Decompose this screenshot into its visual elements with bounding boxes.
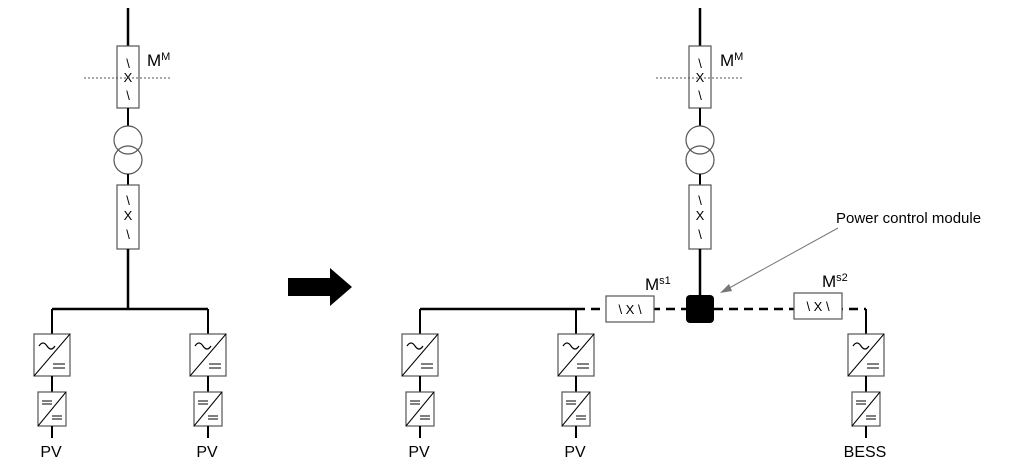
left-pv-label-2: PV (196, 444, 218, 461)
svg-text:X: X (124, 208, 133, 223)
svg-text:\: \ (698, 88, 702, 103)
right-pv-label-2: PV (564, 444, 586, 461)
right-dcdc-2 (561, 391, 591, 427)
bess-dcdc (851, 391, 881, 427)
left-inverter-2 (189, 333, 227, 377)
left-transformer-icon (113, 125, 143, 175)
svg-text:\: \ (698, 56, 702, 71)
meter-s1-label: Ms1 (645, 275, 671, 294)
pcm-annotation: Power control module (836, 210, 981, 227)
meter-s2-label: Ms2 (822, 272, 848, 291)
bess-label: BESS (844, 444, 887, 461)
svg-text:\: \ (698, 193, 702, 208)
right-circuit: \ X \ MM \ X \ \ X \ Ms1 \ X \ Ms2 Power… (401, 8, 981, 461)
left-meter-label: MM (147, 51, 170, 70)
svg-text:\: \ (126, 227, 130, 242)
left-circuit: \ X \ MM \ X \ PV PV (33, 8, 227, 461)
svg-text:X: X (696, 208, 705, 223)
svg-text:\: \ (126, 88, 130, 103)
breaker-s2-symbol: \ X \ (806, 299, 830, 314)
right-inverter-2 (557, 333, 595, 377)
right-dcdc-1 (405, 391, 435, 427)
right-meter-label: MM (720, 51, 743, 70)
pcm-pointer-arrowhead-icon (720, 284, 732, 293)
breaker-s2 (793, 292, 843, 320)
breaker-s1 (605, 295, 655, 323)
right-transformer-icon (685, 125, 715, 175)
left-pv-label-1: PV (40, 444, 62, 461)
transition-arrow-icon (288, 268, 352, 306)
breaker-s1-symbol: \ X \ (618, 302, 642, 317)
right-inverter-1 (401, 333, 439, 377)
right-pv-label-1: PV (408, 444, 430, 461)
left-dcdc-1 (37, 391, 67, 427)
pcm-pointer-line (721, 227, 839, 293)
left-main-breaker-top-symbol: \ (126, 56, 130, 71)
svg-text:\: \ (126, 193, 130, 208)
power-control-module (686, 295, 714, 323)
left-inverter-1 (33, 333, 71, 377)
bess-inverter (847, 333, 885, 377)
svg-text:\: \ (698, 227, 702, 242)
left-dcdc-2 (193, 391, 223, 427)
